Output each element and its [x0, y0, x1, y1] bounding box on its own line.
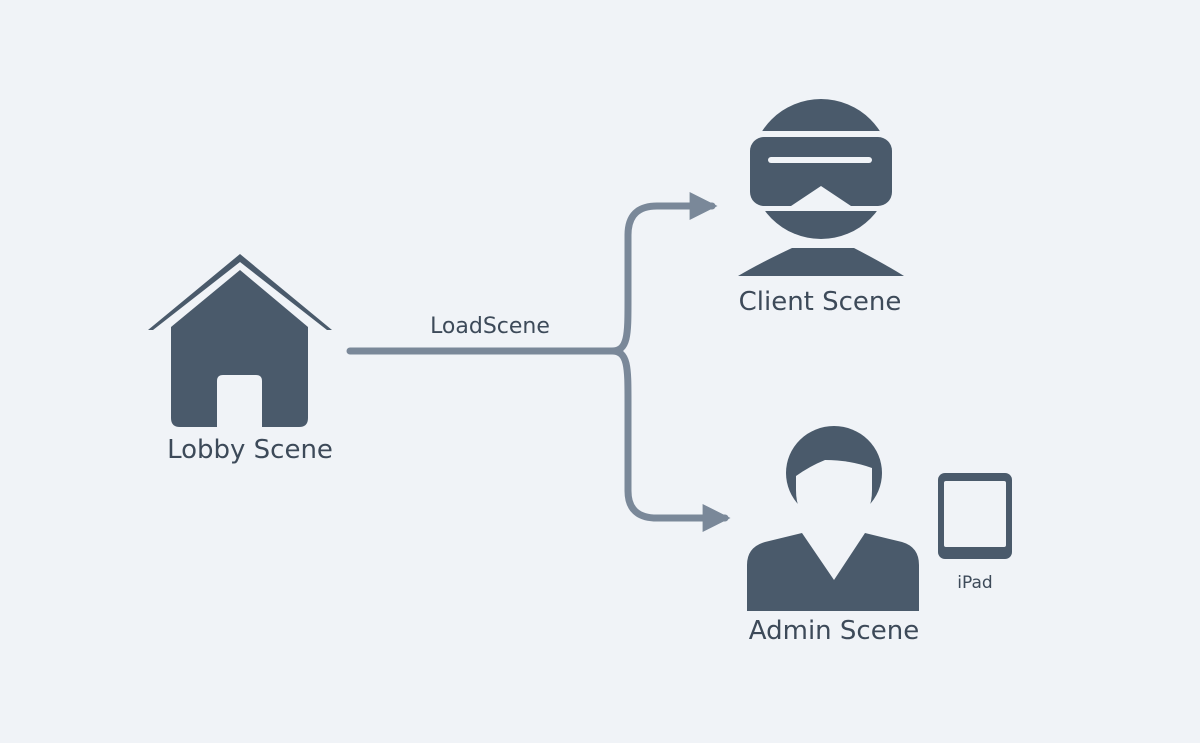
- person-user-icon: [747, 426, 919, 611]
- house-icon: [148, 254, 332, 427]
- tablet-icon: [938, 473, 1012, 559]
- ipad-label: iPad: [957, 573, 992, 593]
- load-scene-connector: [346, 192, 731, 532]
- arrow-to-client: [608, 192, 718, 355]
- load-scene-label: LoadScene: [430, 314, 550, 339]
- client-scene-label: Client Scene: [739, 287, 902, 317]
- arrow-to-admin: [608, 347, 731, 532]
- vr-headset-user-icon: [738, 99, 904, 276]
- admin-scene-label: Admin Scene: [749, 616, 919, 646]
- lobby-scene-label: Lobby Scene: [167, 435, 333, 465]
